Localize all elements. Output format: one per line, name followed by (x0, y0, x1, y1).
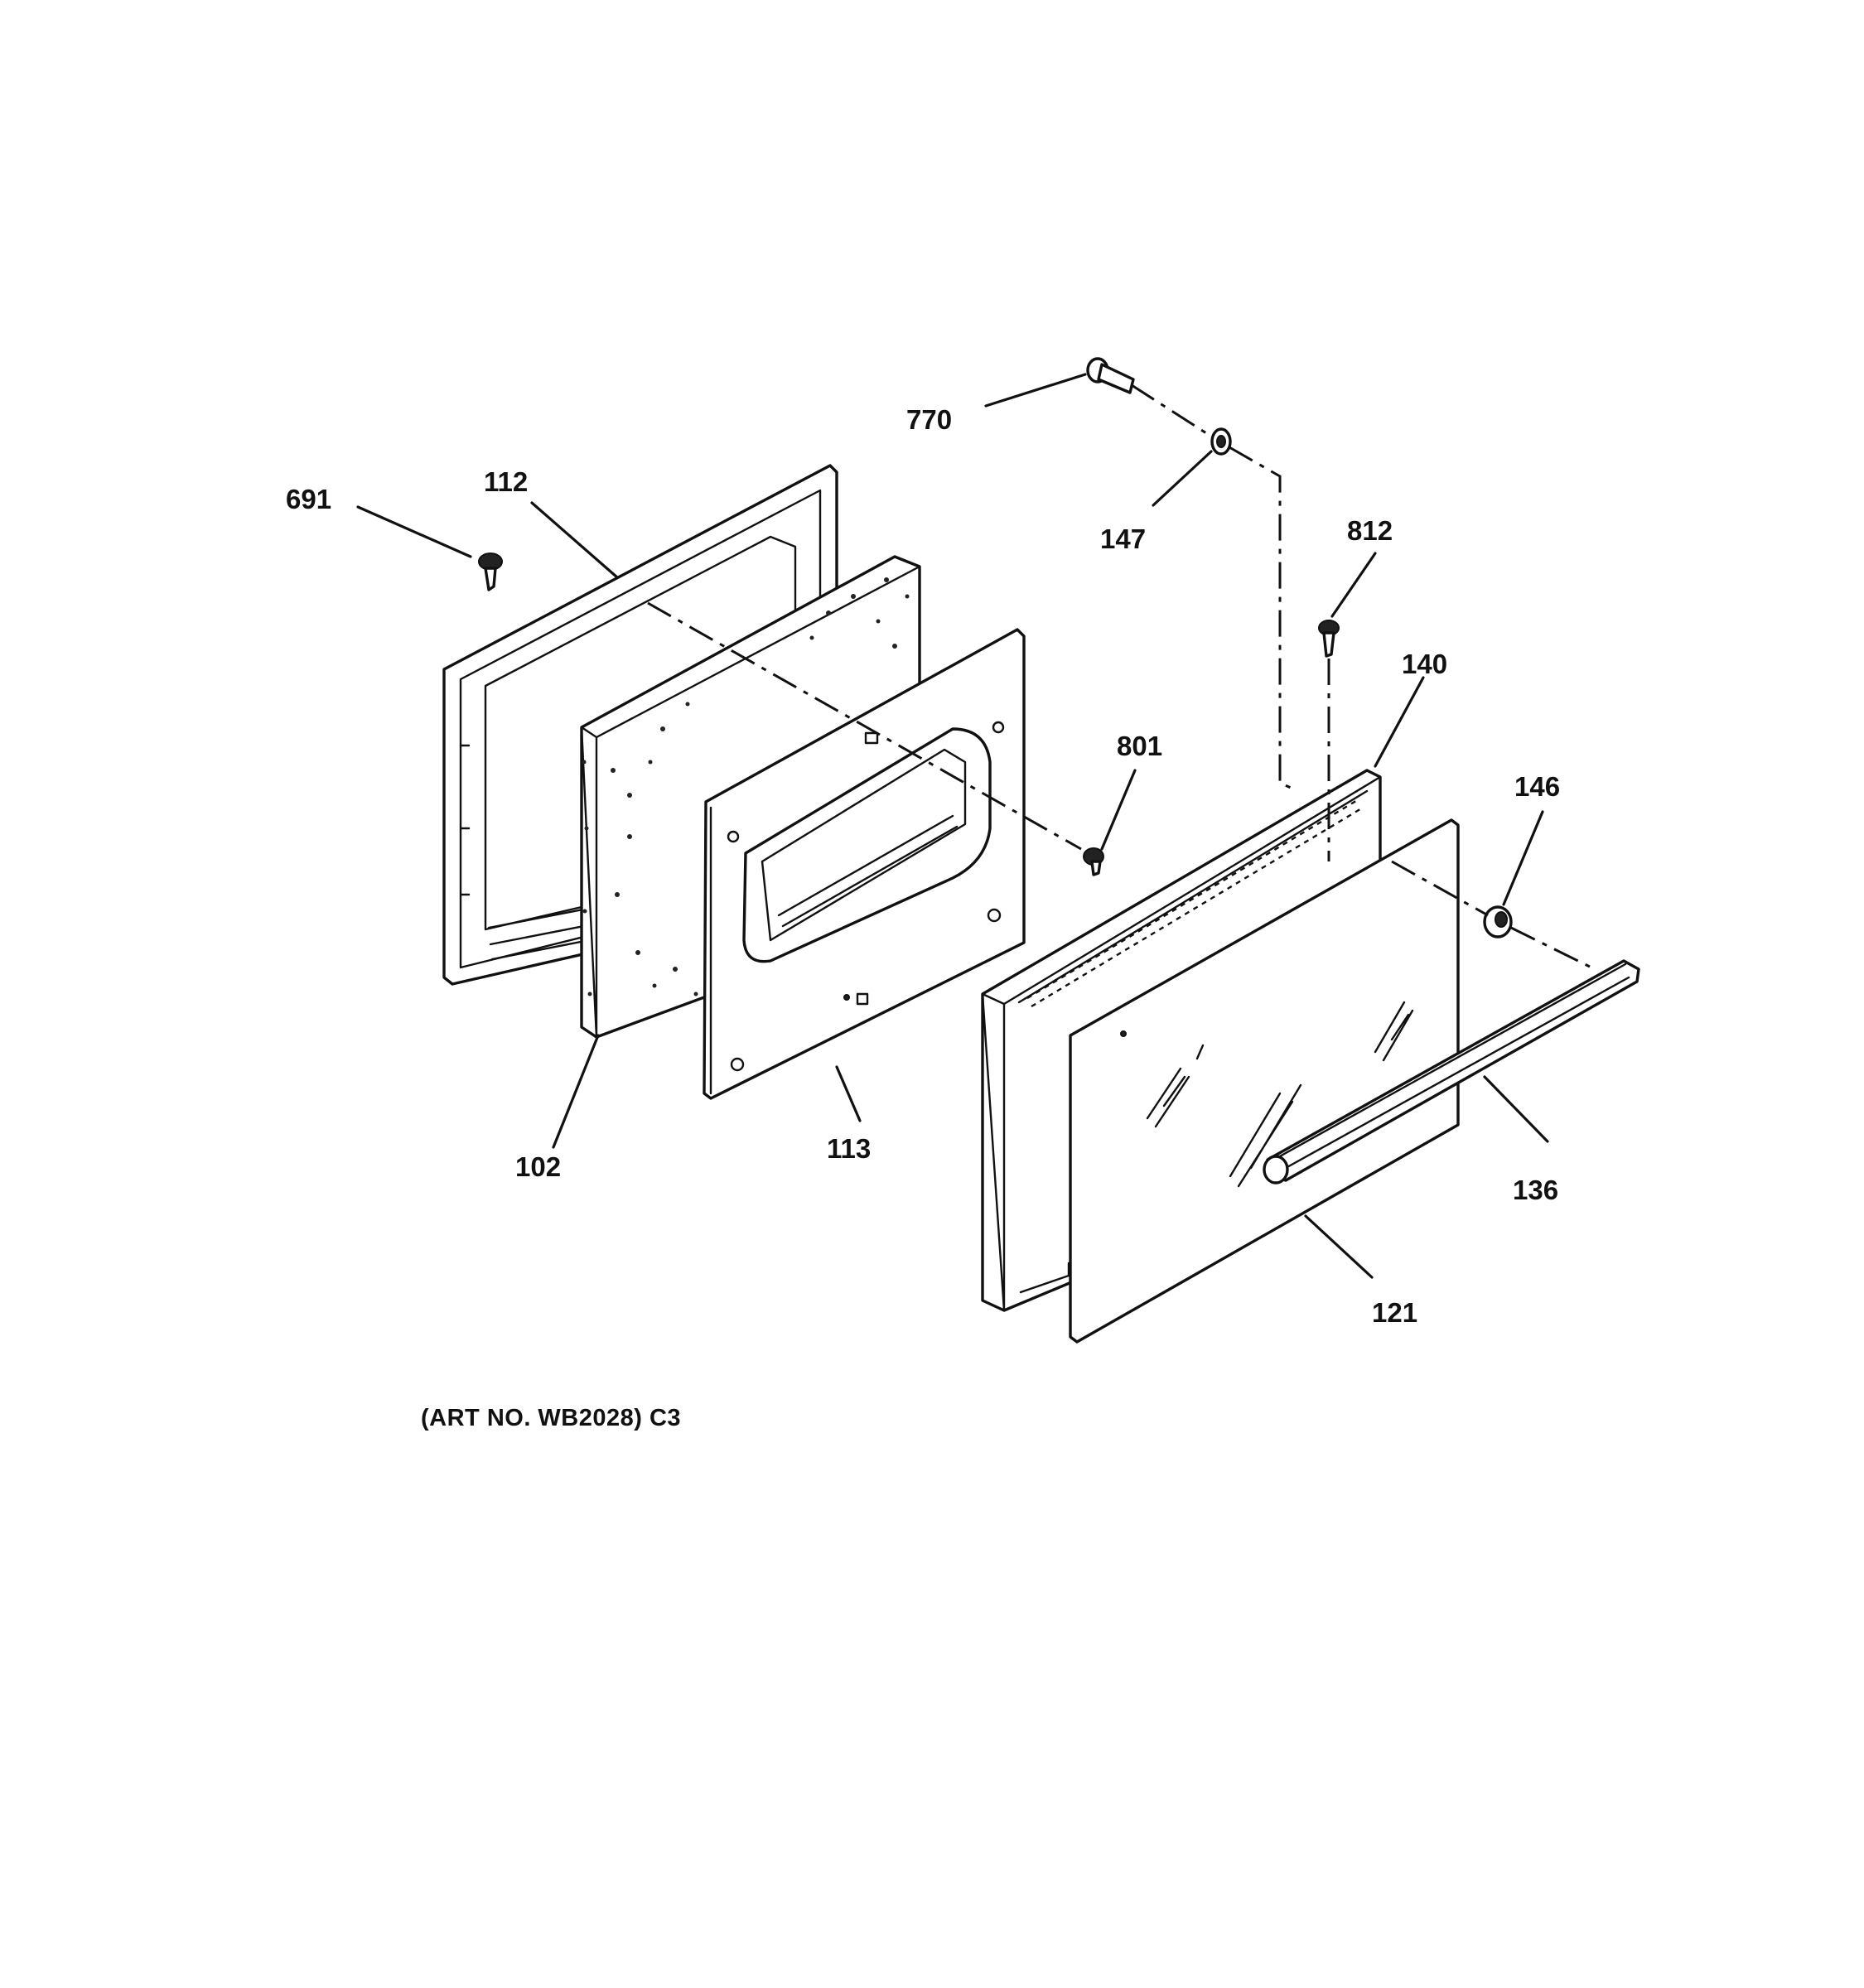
callout-146: 146 (1514, 771, 1560, 802)
leader-lines (356, 373, 1549, 1279)
insulation-texture (582, 577, 910, 996)
part-801-screw (1083, 847, 1104, 876)
callout-labels: 691 112 102 113 770 147 812 801 140 146 … (286, 404, 1560, 1328)
callout-136: 136 (1513, 1175, 1558, 1205)
callout-691: 691 (286, 484, 331, 514)
callout-102: 102 (515, 1151, 561, 1182)
callout-121: 121 (1372, 1297, 1417, 1328)
assembly-lines (647, 384, 1596, 971)
callout-812: 812 (1347, 515, 1393, 546)
art-number-caption: (ART NO. WB2028) C3 (421, 1405, 682, 1431)
part-147-washer (1210, 427, 1232, 456)
callout-770: 770 (906, 404, 952, 435)
callout-113: 113 (827, 1133, 871, 1164)
part-121-outer-glass (1069, 818, 1460, 1344)
callout-147: 147 (1100, 524, 1146, 554)
part-136-handle (1263, 959, 1640, 1185)
callout-801: 801 (1117, 731, 1162, 761)
callout-140: 140 (1402, 649, 1447, 679)
part-146-bushing (1483, 905, 1513, 939)
part-691-screw (478, 552, 503, 591)
part-812-screw (1318, 620, 1340, 658)
vent-slots (1026, 798, 1364, 1008)
part-770-hinge-pin (1086, 357, 1135, 394)
callout-112: 112 (484, 466, 528, 497)
part-113-inner-panel (703, 628, 1026, 1100)
